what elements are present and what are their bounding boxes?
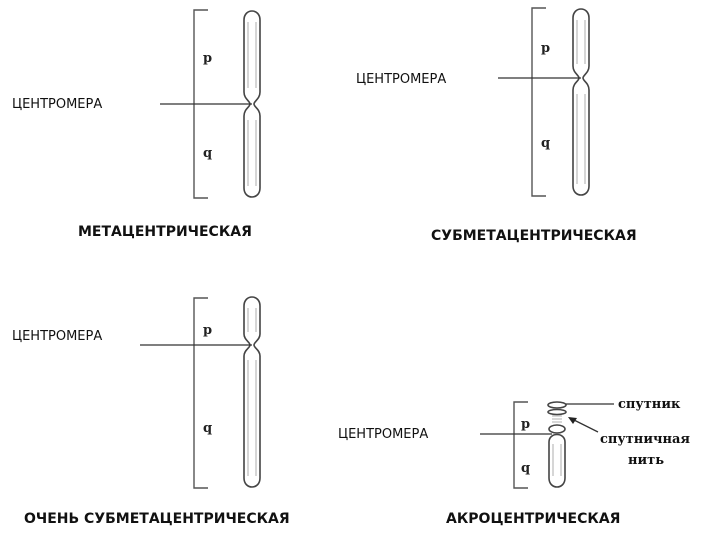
- arm-bracket: [513, 401, 528, 489]
- satellite-thread: [552, 415, 562, 423]
- centromere-label: ЦЕНТРОМЕРА: [338, 427, 428, 442]
- short-arm: [548, 424, 566, 434]
- long-arm: [548, 433, 566, 488]
- chromatid-lines: [247, 308, 257, 476]
- chromosome: [572, 8, 590, 196]
- satellite: [547, 408, 567, 416]
- satellite: [547, 401, 567, 409]
- arm-q-label: q: [203, 421, 212, 436]
- metacentric-diagram: p q ЦЕНТРОМЕРА МЕТАЦЕНТРИЧЕСКАЯ: [12, 9, 261, 240]
- centromere-label: ЦЕНТРОМЕРА: [12, 97, 102, 112]
- arm-p-label: p: [541, 41, 550, 56]
- centromere-label: ЦЕНТРОМЕРА: [12, 329, 102, 344]
- satellite-thread-arrow: [571, 418, 599, 433]
- acrocentric-diagram: p q ЦЕНТРОМЕРА спутник спутничная нить А…: [338, 397, 690, 527]
- caption: МЕТАЦЕНТРИЧЕСКАЯ: [78, 224, 252, 240]
- very-submetacentric-diagram: p q ЦЕНТРОМЕРА ОЧЕНЬ СУБМЕТАЦЕНТРИЧЕСКАЯ: [12, 296, 290, 527]
- caption: АКРОЦЕНТРИЧЕСКАЯ: [446, 511, 620, 527]
- caption: ОЧЕНЬ СУБМЕТАЦЕНТРИЧЕСКАЯ: [24, 511, 290, 527]
- arm-p-label: p: [203, 51, 212, 66]
- caption: СУБМЕТАЦЕНТРИЧЕСКАЯ: [431, 228, 637, 244]
- chromatid-lines: [576, 20, 586, 184]
- satellite-thread-label-2: нить: [628, 453, 664, 468]
- arm-p-label: p: [203, 323, 212, 338]
- arm-q-label: q: [541, 136, 550, 151]
- submetacentric-diagram: p q ЦЕНТРОМЕРА СУБМЕТАЦЕНТРИЧЕСКАЯ: [356, 7, 637, 244]
- chromatid-lines: [552, 444, 562, 476]
- chromatid-lines: [247, 22, 257, 186]
- arm-q-label: q: [203, 146, 212, 161]
- chromosome: [243, 296, 261, 488]
- centromere-label: ЦЕНТРОМЕРА: [356, 72, 446, 87]
- satellite-label: спутник: [618, 397, 681, 412]
- arm-bracket: [531, 7, 546, 197]
- arrowhead-icon: [568, 417, 577, 424]
- satellite-thread-label: спутничная: [600, 432, 690, 447]
- arm-bracket: [193, 297, 208, 489]
- arm-q-label: q: [521, 461, 530, 476]
- arm-p-label: p: [521, 417, 530, 432]
